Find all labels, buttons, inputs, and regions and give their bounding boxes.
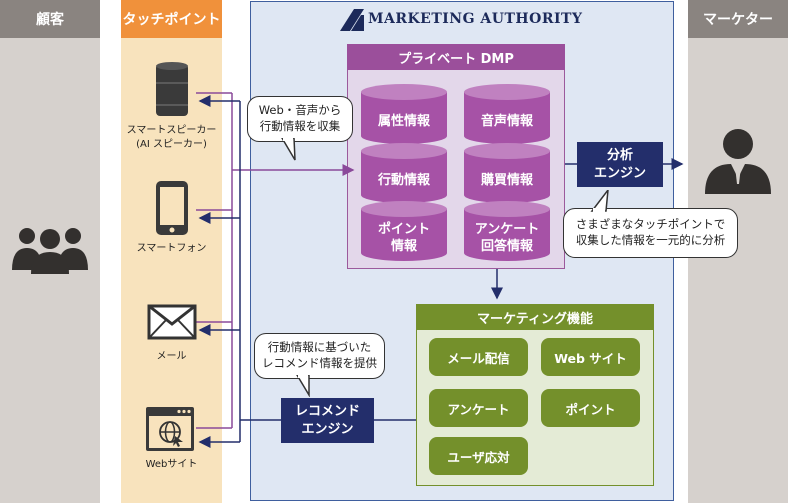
dmp-item-points: ポイント 情報 bbox=[361, 201, 447, 261]
analyze-bubble-tail bbox=[590, 190, 609, 212]
marketing-title: マーケティング機能 bbox=[416, 304, 654, 330]
collect-bubble: Web・音声から 行動情報を収集 bbox=[247, 96, 353, 142]
dmp-item-attribute: 属性情報 bbox=[361, 84, 447, 144]
dmp-item-voice: 音声情報 bbox=[464, 84, 550, 144]
smart-speaker-label: スマートスピーカー (AI スピーカー) bbox=[126, 125, 217, 150]
marketing-item-mail: メール配信 bbox=[429, 338, 528, 376]
marketer-icon bbox=[705, 129, 771, 194]
marketing-item-survey: アンケート bbox=[429, 389, 528, 427]
recommend-bubble: 行動情報に基づいた レコメンド情報を提供 bbox=[254, 333, 385, 379]
dmp-title: プライベート DMP bbox=[347, 44, 565, 70]
marketer-column-header: マーケター bbox=[688, 0, 788, 38]
logo-text: MARKETING AUTHORITY bbox=[368, 11, 583, 27]
customer-column-header: 顧客 bbox=[0, 0, 100, 38]
marketing-item-points: ポイント bbox=[541, 389, 640, 427]
analyze-bubble: さまざまなタッチポイントで 収集した情報を一元的に分析 bbox=[563, 208, 738, 258]
collect-bubble-tail bbox=[281, 138, 296, 161]
smart-speaker-icon bbox=[156, 62, 188, 116]
dmp-item-purchase: 購買情報 bbox=[464, 143, 550, 203]
dmp-item-behavior: 行動情報 bbox=[361, 143, 447, 203]
marketing-item-website: Web サイト bbox=[541, 338, 640, 376]
customer-column bbox=[0, 0, 100, 503]
analysis-engine: 分析 エンジン bbox=[577, 142, 663, 187]
mail-label: メール bbox=[156, 351, 187, 362]
touchpoint-column-header: タッチポイント bbox=[121, 0, 222, 38]
recommend-bubble-tail bbox=[296, 375, 310, 397]
smartphone-icon bbox=[156, 181, 188, 235]
website-label: Webサイト bbox=[145, 459, 198, 470]
mail-icon bbox=[147, 304, 197, 340]
dmp-item-survey: アンケート 回答情報 bbox=[464, 201, 550, 261]
marketing-item-support: ユーザ応対 bbox=[429, 437, 528, 475]
customers-icon bbox=[12, 228, 88, 274]
recommend-engine: レコメンド エンジン bbox=[281, 398, 374, 443]
website-icon bbox=[146, 407, 194, 451]
smartphone-label: スマートフォン bbox=[136, 243, 207, 254]
logo-mark-icon bbox=[340, 9, 364, 31]
